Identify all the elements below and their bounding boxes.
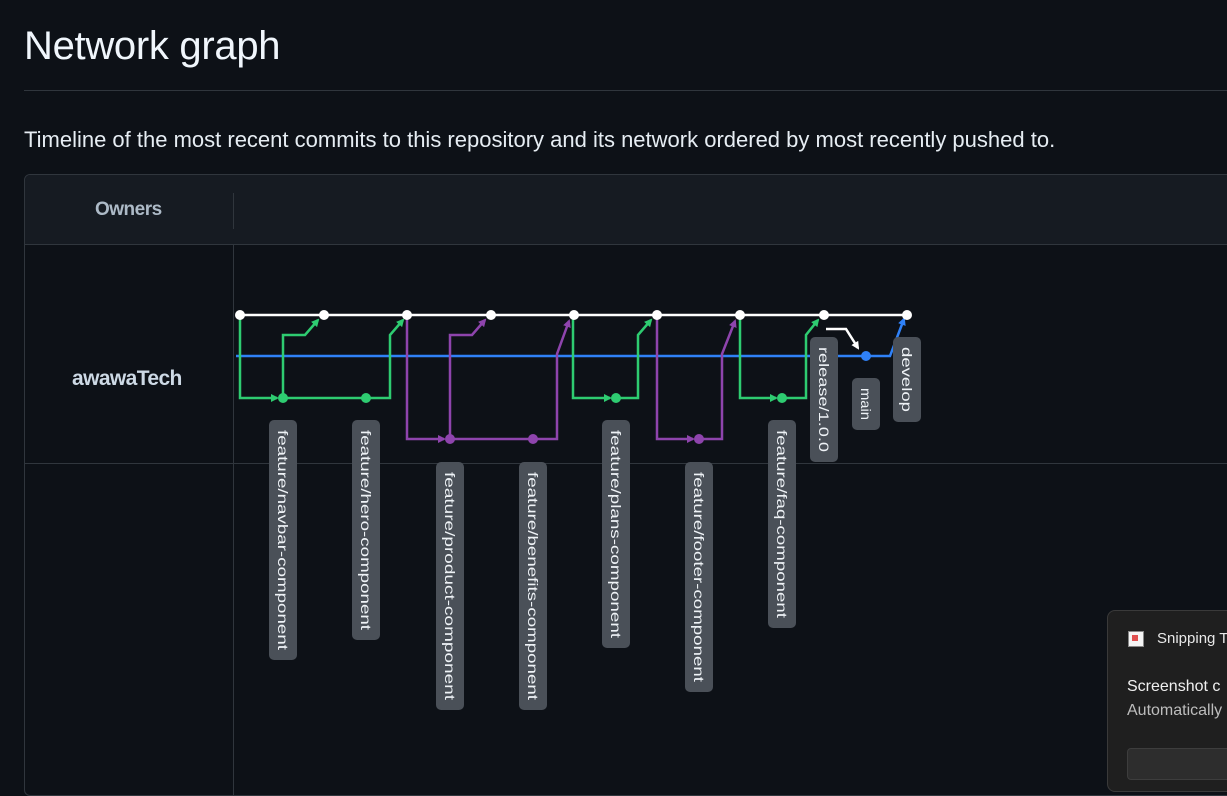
benefits-merge-edge xyxy=(450,319,571,441)
commit-node[interactable] xyxy=(361,393,371,403)
branch-label[interactable]: feature/benefits-component xyxy=(519,462,547,710)
commit-node[interactable] xyxy=(235,310,245,320)
commit-node[interactable] xyxy=(278,393,288,403)
notification-app-name: Snipping T xyxy=(1157,630,1227,647)
branch-label-text: feature/hero-component xyxy=(358,430,374,630)
snipping-tool-icon xyxy=(1128,631,1144,647)
commit-node[interactable] xyxy=(902,310,912,320)
hero-merge-edge xyxy=(283,318,405,400)
footer-merge-edge xyxy=(699,319,737,441)
branch-label-text: feature/navbar-component xyxy=(275,430,291,650)
branch-label-text: feature/benefits-component xyxy=(525,472,541,700)
product-merge-edge xyxy=(448,318,487,439)
branch-label-bg xyxy=(893,337,921,422)
branch-label-bg xyxy=(269,420,297,660)
commit-node[interactable] xyxy=(652,310,662,320)
branch-label[interactable]: feature/product-component xyxy=(436,462,464,710)
navbar-merge-edge xyxy=(281,318,320,398)
snipping-tool-notification[interactable]: Snipping T Screenshot c Automatically xyxy=(1107,610,1227,792)
owners-header: Owners xyxy=(95,199,162,220)
owners-column-divider xyxy=(233,245,234,795)
notification-body: Automatically xyxy=(1127,702,1223,719)
product-branch-edge xyxy=(405,315,446,443)
plans-branch-edge xyxy=(571,315,612,402)
title-divider xyxy=(24,90,1227,91)
branch-label-text: main xyxy=(858,388,874,420)
notification-action-button[interactable] xyxy=(1127,748,1227,780)
branch-label[interactable]: feature/plans-component xyxy=(602,420,630,648)
page-description: Timeline of the most recent commits to t… xyxy=(24,127,1056,152)
branch-label-text: release/1.0.0 xyxy=(816,347,832,452)
commit-node[interactable] xyxy=(319,310,329,320)
branch-label-bg xyxy=(810,337,838,462)
commit-node[interactable] xyxy=(694,434,704,444)
branch-label-text: develop xyxy=(899,347,915,412)
notification-title: Screenshot c xyxy=(1127,678,1221,695)
footer-branch-edge xyxy=(655,315,695,443)
faq-merge-edge xyxy=(782,318,820,400)
branch-label-bg xyxy=(852,378,880,430)
branch-label-bg xyxy=(436,462,464,710)
header-divider xyxy=(233,193,234,229)
branch-label-bg xyxy=(352,420,380,640)
branch-label-text: feature/product-component xyxy=(442,472,458,700)
branch-label-bg xyxy=(602,420,630,648)
commit-node[interactable] xyxy=(569,310,579,320)
branch-label[interactable]: feature/footer-component xyxy=(685,462,713,692)
faq-branch-edge xyxy=(738,315,778,402)
owner-name[interactable]: awawaTech xyxy=(72,367,182,390)
commit-node[interactable] xyxy=(819,310,829,320)
branch-label-text: feature/faq-component xyxy=(774,430,790,618)
graph-header: Owners xyxy=(25,175,1227,245)
commit-node[interactable] xyxy=(861,351,871,361)
plans-merge-edge xyxy=(616,318,653,400)
commit-node[interactable] xyxy=(611,393,621,403)
branch-label[interactable]: develop xyxy=(893,337,921,422)
branch-label[interactable]: feature/hero-component xyxy=(352,420,380,640)
commit-node[interactable] xyxy=(486,310,496,320)
branch-label[interactable]: release/1.0.0 xyxy=(810,337,838,462)
navbar-branch-edge xyxy=(238,315,279,402)
commit-node[interactable] xyxy=(402,310,412,320)
branch-label-bg xyxy=(685,462,713,692)
branch-label-text: feature/footer-component xyxy=(691,472,707,682)
commit-node[interactable] xyxy=(777,393,787,403)
branch-label-text: feature/plans-component xyxy=(608,430,624,638)
release-merge-edge xyxy=(826,327,860,350)
branch-label[interactable]: feature/navbar-component xyxy=(269,420,297,660)
branch-label[interactable]: main xyxy=(852,378,880,430)
branch-label[interactable]: feature/faq-component xyxy=(768,420,796,628)
page-title: Network graph xyxy=(24,24,281,68)
branch-label-bg xyxy=(519,462,547,710)
branch-label-bg xyxy=(768,420,796,628)
commit-node[interactable] xyxy=(528,434,538,444)
commit-node[interactable] xyxy=(735,310,745,320)
network-graph-canvas[interactable]: feature/navbar-component feature/hero-com… xyxy=(0,0,1227,766)
commit-node[interactable] xyxy=(445,434,455,444)
develop-to-main-edge xyxy=(866,317,906,358)
